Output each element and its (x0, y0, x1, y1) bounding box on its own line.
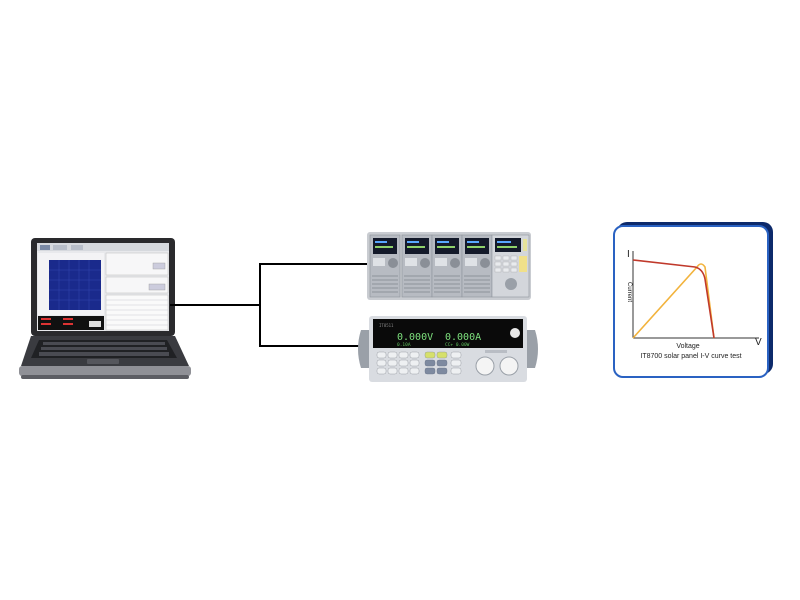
link-to-load-mainframe (259, 263, 367, 305)
dc-electronic-load: IT8511 0.000V 0.000A 0.10A CC+ 0.00W (357, 316, 539, 382)
y-axis-symbol: I (627, 249, 630, 260)
x-axis-label: Voltage (676, 343, 700, 350)
laptop-icon (19, 238, 191, 379)
dc-electronic-load-icon: IT8511 0.000V 0.000A 0.10A CC+ 0.00W (358, 316, 538, 382)
iv-plot (632, 251, 759, 339)
iv-curve (632, 259, 715, 339)
link-to-dc-load (259, 305, 367, 347)
sub-left-display: 0.10A (397, 342, 411, 348)
card-body: I V Current Voltage IT8700 solar panel I… (613, 225, 769, 378)
current-display: 0.000A (445, 332, 481, 343)
electronic-load-mainframe (367, 232, 531, 300)
card-caption: IT8700 solar panel I-V curve test (640, 353, 742, 360)
x-axis-symbol: V (755, 337, 762, 348)
pv-curve (632, 263, 715, 339)
laptop (17, 236, 193, 384)
iv-curve-card: I V Current Voltage IT8700 solar panel I… (613, 222, 773, 378)
y-axis-label: Current (626, 281, 632, 302)
electronic-load-mainframe-icon (367, 232, 531, 300)
voltage-display: 0.000V (397, 332, 433, 343)
sub-right-display: CC+ 0.00W (445, 342, 470, 348)
svg-text:IT8511: IT8511 (379, 323, 394, 328)
